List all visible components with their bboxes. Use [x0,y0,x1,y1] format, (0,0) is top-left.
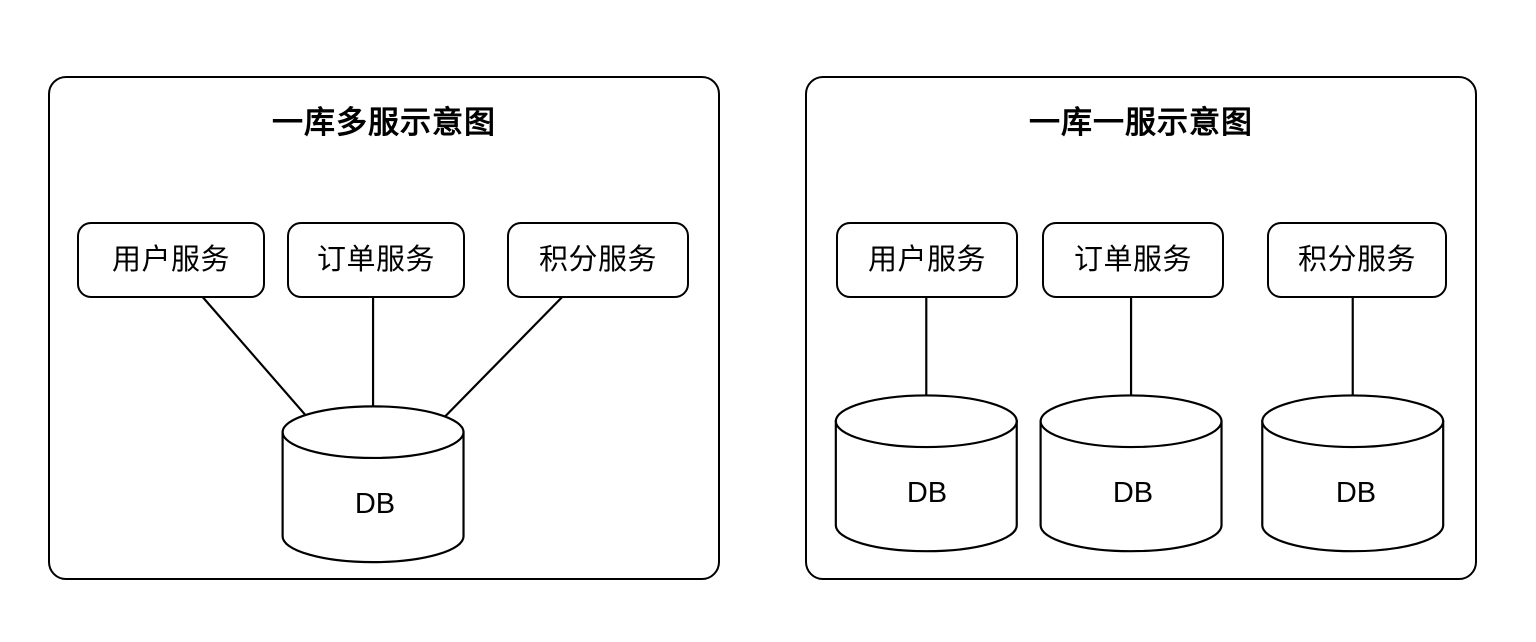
db-label: DB [906,477,948,509]
service-box-order[interactable]: 订单服务 [287,222,465,298]
service-box-points[interactable]: 积分服务 [1267,222,1447,298]
db-cylinder-order [1039,394,1223,553]
connector-points-to-db [428,294,566,434]
db-cylinder-points [1261,394,1445,553]
connector-user-to-db [200,294,322,434]
service-label: 用户服务 [867,243,986,276]
diagram-panel-database-per-service: 一库一服示意图 用户服务 订单服务 [805,76,1477,580]
db-cylinder-user [834,394,1018,553]
service-label: 用户服务 [111,243,230,276]
db-label: DB [1112,477,1154,509]
connector-layer [834,294,1445,553]
service-box-user[interactable]: 用户服务 [77,222,265,298]
service-label: 积分服务 [538,243,657,276]
service-label: 订单服务 [316,243,435,276]
service-box-user[interactable]: 用户服务 [836,222,1018,298]
service-label: 积分服务 [1297,243,1416,276]
connector-layer [200,294,566,564]
service-label: 订单服务 [1073,243,1192,276]
service-box-points[interactable]: 积分服务 [507,222,689,298]
db-label: DB [1335,477,1377,509]
db-cylinder [281,405,465,564]
db-label: DB [354,488,396,520]
panel-title: 一库一服示意图 [1029,105,1253,140]
diagram-panel-shared-database: 一库多服示意图 用户服务 订单服务 积分服务 DB [48,76,720,580]
panel-title: 一库多服示意图 [272,105,496,140]
service-box-order[interactable]: 订单服务 [1042,222,1224,298]
